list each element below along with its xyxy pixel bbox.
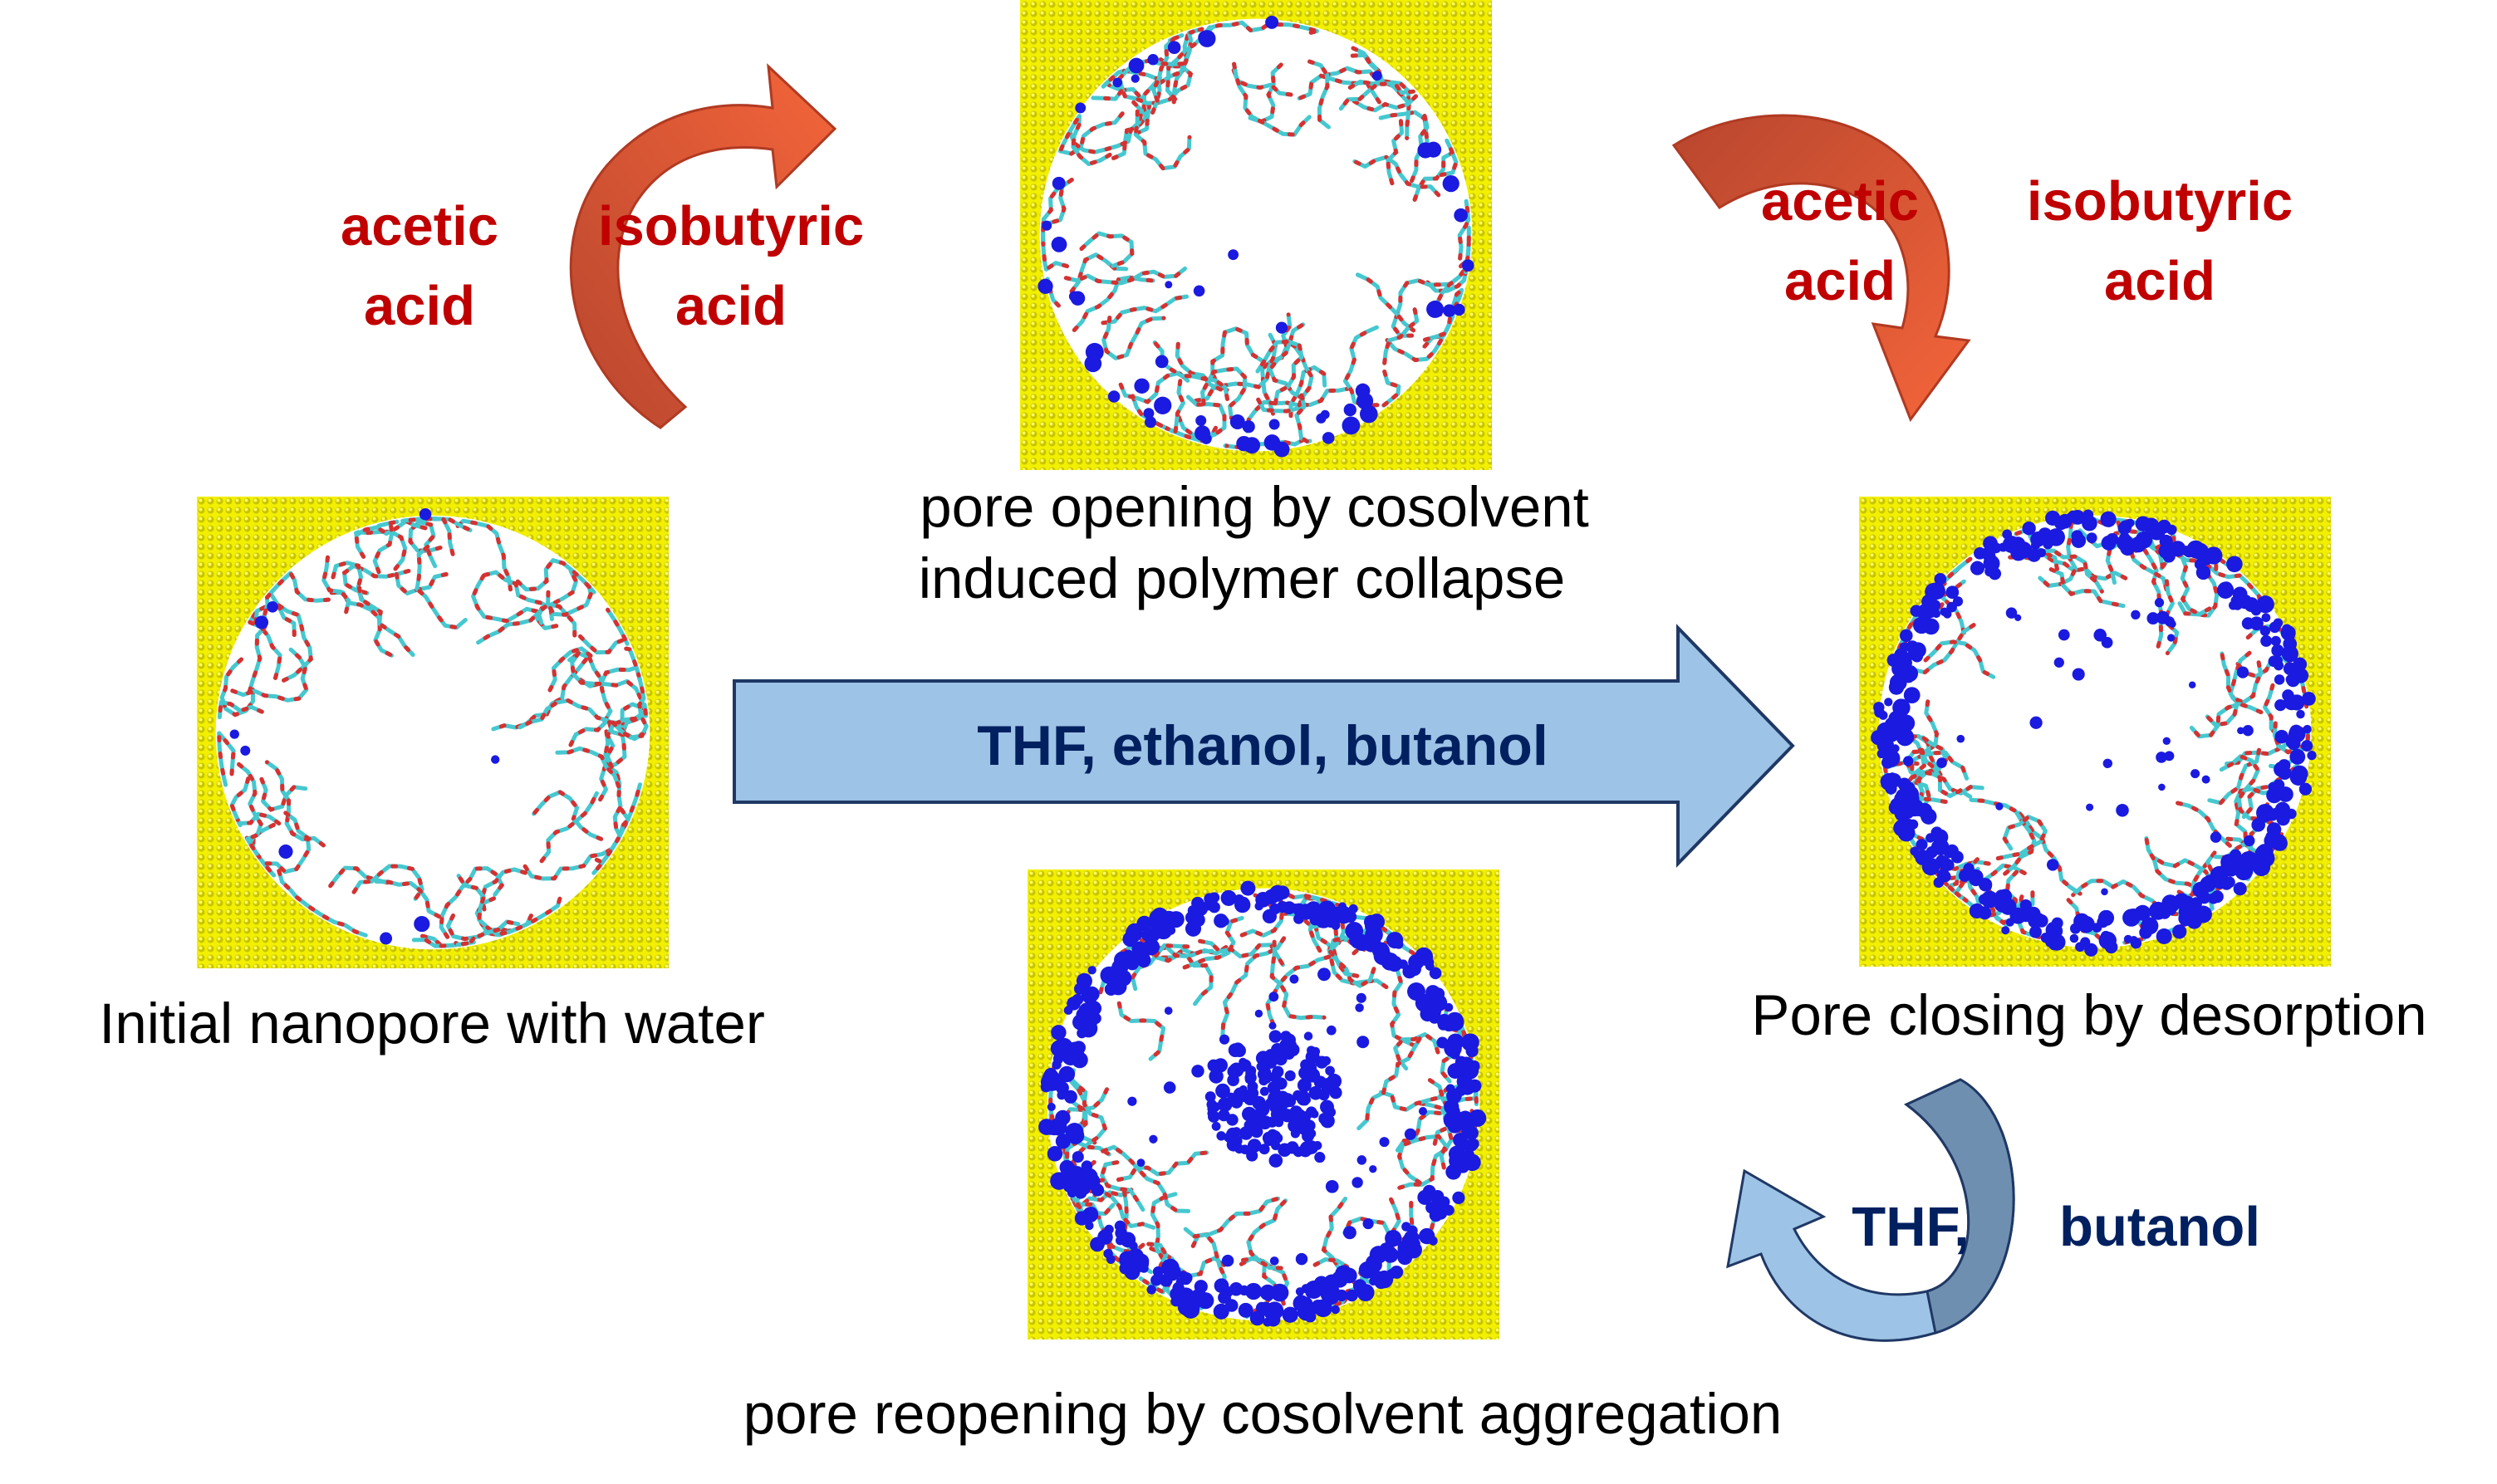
tl-isobutyric-label: isobutyric acid: [581, 187, 881, 346]
panel-pore-reopening: [1028, 869, 1499, 1340]
tr-acid-word: acid: [1783, 250, 1896, 312]
main-arrow: [733, 624, 1795, 868]
br-thf-label: THF,: [1852, 1196, 1970, 1258]
panel-pore-closing: [1859, 497, 2331, 967]
tl-isobutyric-word: isobutyric: [597, 195, 865, 257]
tr-acetic-label: acetic acid: [1736, 162, 1944, 321]
caption-opening: pore opening by cosolvent induced polyme…: [814, 472, 1695, 615]
panel-initial-nanopore: [197, 497, 669, 968]
main-arrow-label: THF, ethanol, butanol: [977, 714, 1548, 777]
caption-initial: Initial nanopore with water: [99, 992, 765, 1055]
tl-acid-word: acid: [363, 275, 476, 337]
caption-opening-line-2: induced polymer collapse: [918, 546, 1566, 610]
top-left-curved-arrow: [569, 63, 837, 429]
tl-acetic-label: acetic acid: [316, 187, 523, 346]
top-right-curved-arrow: [1671, 114, 1971, 423]
panel-pore-opening: [1020, 0, 1492, 470]
tr-acid2-word: acid: [2103, 250, 2216, 312]
caption-opening-line-1: pore opening by cosolvent: [920, 475, 1589, 539]
caption-closing: Pore closing by desorption: [1751, 983, 2427, 1047]
tl-acid2-word: acid: [675, 275, 787, 337]
tr-acetic-word: acetic: [1761, 170, 1919, 233]
caption-reopening: pore reopening by cosolvent aggregation: [743, 1382, 1783, 1446]
tl-acetic-word: acetic: [341, 195, 498, 257]
br-butanol-label: butanol: [2059, 1196, 2260, 1258]
tr-isobutyric-label: isobutyric acid: [2010, 162, 2309, 321]
bottom-right-curved-arrow: [1726, 1078, 2015, 1342]
tr-isobutyric-word: isobutyric: [2026, 170, 2293, 233]
